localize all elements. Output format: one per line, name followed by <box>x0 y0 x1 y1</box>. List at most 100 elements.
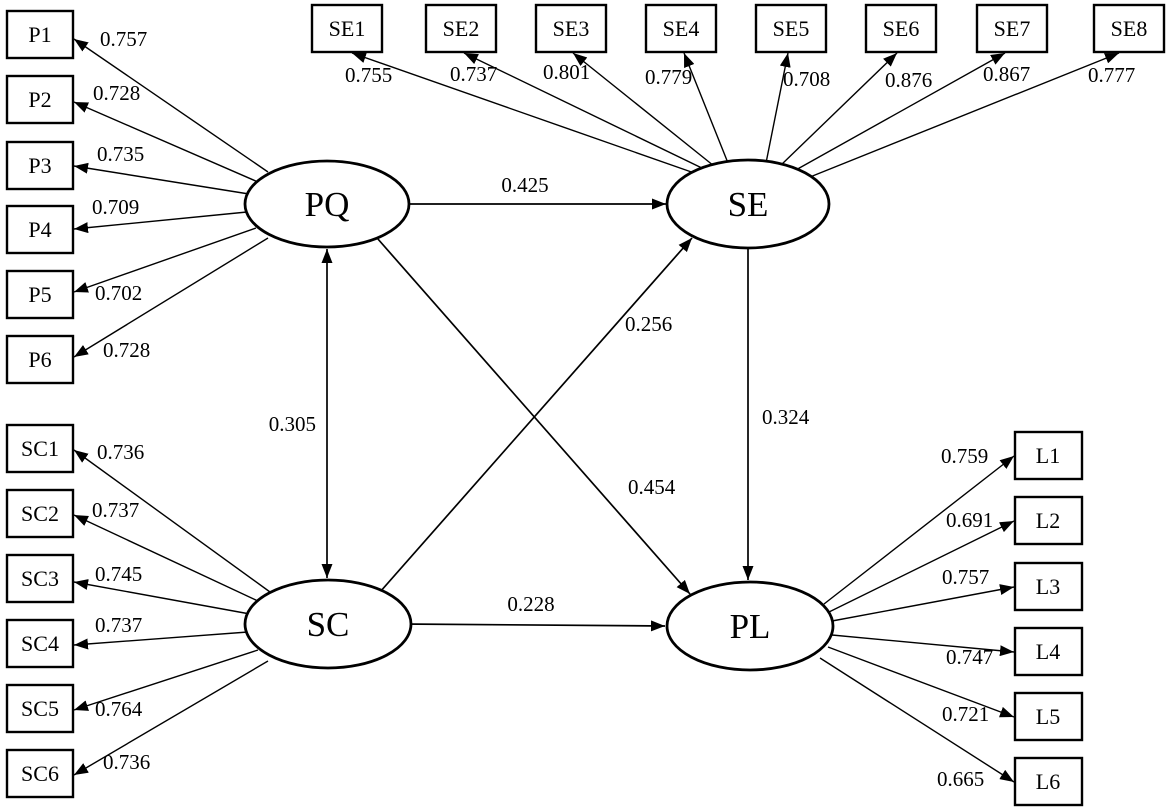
loading-SE3: 0.801 <box>543 60 590 84</box>
indicator-L1: L1 <box>1013 430 1084 481</box>
arrow-PL-to-L4 <box>831 634 1015 657</box>
arrow-PQ-to-P1 <box>73 38 269 173</box>
arrow-SE-to-SE1 <box>351 52 701 176</box>
indicator-SE8-box <box>1092 3 1166 54</box>
arrow-SE-to-SE6 <box>779 52 898 167</box>
loading-SC5: 0.764 <box>95 697 143 721</box>
coefficient-PQ-SE: 0.425 <box>501 173 548 197</box>
loading-SE7: 0.867 <box>983 62 1030 86</box>
se-loadings: 0.755 0.737 0.801 0.779 0.708 0.876 0.86… <box>345 60 1135 92</box>
loading-SC6: 0.736 <box>103 750 150 774</box>
loading-SC4: 0.737 <box>95 613 142 637</box>
latent-PQ: PQ <box>243 159 411 249</box>
indicator-SE2-label: SE2 <box>443 16 480 41</box>
indicator-P2-box <box>5 74 75 125</box>
pl-measurement-arrows <box>819 455 1015 783</box>
latent-SE-label: SE <box>728 185 769 224</box>
loading-SE1: 0.755 <box>345 63 392 87</box>
arrow-PQ-to-P2 <box>73 101 259 183</box>
latent-SC-ellipse <box>243 578 413 670</box>
indicator-SC6-label: SC6 <box>21 761 59 786</box>
loading-L1: 0.759 <box>941 444 988 468</box>
indicator-P5: P5 <box>5 269 75 320</box>
arrow-SE-to-SE7 <box>793 52 1006 172</box>
indicator-P4-label: P4 <box>28 217 51 242</box>
indicator-L5-label: L5 <box>1036 704 1060 729</box>
arrow-SC-to-SC3 <box>73 579 251 615</box>
indicator-P3: P3 <box>5 140 75 191</box>
indicator-SE4-box <box>644 3 718 54</box>
sc-loadings: 0.736 0.737 0.745 0.737 0.764 0.736 <box>92 440 150 774</box>
indicator-SC1-label: SC1 <box>21 436 59 461</box>
loading-L5: 0.721 <box>942 702 989 726</box>
indicator-SE4: SE4 <box>644 3 718 54</box>
path-arrow-SC-to-PL <box>399 620 666 632</box>
indicator-P4-box <box>5 204 75 255</box>
arrow-SE-to-SE4 <box>683 52 729 164</box>
arrow-SE-to-SE3 <box>572 52 715 167</box>
indicator-SC6: SC6 <box>5 748 75 799</box>
arrow-PL-to-L3 <box>831 584 1015 622</box>
indicator-SC2-label: SC2 <box>21 501 59 526</box>
loading-SC2: 0.737 <box>92 498 139 522</box>
indicator-SC4-label: SC4 <box>21 631 59 656</box>
indicator-SE2: SE2 <box>424 3 498 54</box>
indicator-SC4-box <box>5 618 75 669</box>
indicator-L3-box <box>1013 561 1084 612</box>
indicator-P1-label: P1 <box>28 22 51 47</box>
indicator-SC4: SC4 <box>5 618 75 669</box>
path-arrow-SC-to-SE <box>379 237 693 593</box>
loading-SE8: 0.777 <box>1088 63 1135 87</box>
loading-P1: 0.757 <box>100 27 147 51</box>
arrow-PQ-to-P6 <box>73 237 269 358</box>
loading-L2: 0.691 <box>946 508 993 532</box>
indicator-SC2: SC2 <box>5 488 75 539</box>
indicator-SC6-box <box>5 748 75 799</box>
loading-SC1: 0.736 <box>97 440 144 464</box>
indicator-SE2-box <box>424 3 498 54</box>
indicator-P5-label: P5 <box>28 282 51 307</box>
loading-SE2: 0.737 <box>450 62 497 86</box>
indicator-SE4-label: SE4 <box>663 16 700 41</box>
latent-PL-ellipse <box>665 580 835 672</box>
sc-measurement-arrows <box>73 449 271 776</box>
indicator-P6: P6 <box>5 334 75 385</box>
loading-SE4: 0.779 <box>645 65 692 89</box>
arrow-PL-to-L1 <box>823 455 1015 605</box>
loading-SE5: 0.708 <box>783 67 830 91</box>
latent-PQ-ellipse <box>243 159 411 249</box>
indicator-SC5: SC5 <box>5 683 75 734</box>
arrow-SE-to-SE5 <box>765 52 791 164</box>
loading-P2: 0.728 <box>93 81 140 105</box>
loading-SE6: 0.876 <box>885 68 932 92</box>
latent-SC-label: SC <box>307 605 350 644</box>
loading-P3: 0.735 <box>97 142 144 166</box>
indicator-SE1: SE1 <box>310 3 384 54</box>
indicator-P2-label: P2 <box>28 87 51 112</box>
indicator-L4-label: L4 <box>1036 639 1060 664</box>
indicator-L6-label: L6 <box>1036 769 1060 794</box>
path-coefficients: 0.425 0.305 0.256 0.324 0.454 0.228 <box>269 173 810 616</box>
indicator-L1-box <box>1013 430 1084 481</box>
indicator-SE7: SE7 <box>975 3 1049 54</box>
latent-SE: SE <box>665 158 831 250</box>
path-arrow-PQ-to-PL <box>369 229 691 595</box>
indicator-SE3-label: SE3 <box>553 16 590 41</box>
indicator-P4: P4 <box>5 204 75 255</box>
coefficient-SC-PL: 0.228 <box>507 592 554 616</box>
indicator-L6-box <box>1013 756 1084 807</box>
indicator-SC5-label: SC5 <box>21 696 59 721</box>
indicator-P6-box <box>5 334 75 385</box>
loading-L3: 0.757 <box>942 565 989 589</box>
latent-SE-ellipse <box>665 158 831 250</box>
indicator-SE6-label: SE6 <box>883 16 920 41</box>
indicator-SC2-box <box>5 488 75 539</box>
pl-loadings: 0.759 0.691 0.757 0.747 0.721 0.665 <box>937 444 993 791</box>
structural-arrows <box>321 198 754 632</box>
indicator-P1: P1 <box>5 9 75 60</box>
arrow-PQ-to-P4 <box>73 211 248 234</box>
indicator-SC3-label: SC3 <box>21 566 59 591</box>
arrow-SC-to-SC4 <box>73 631 249 650</box>
indicator-SE5: SE5 <box>754 3 828 54</box>
